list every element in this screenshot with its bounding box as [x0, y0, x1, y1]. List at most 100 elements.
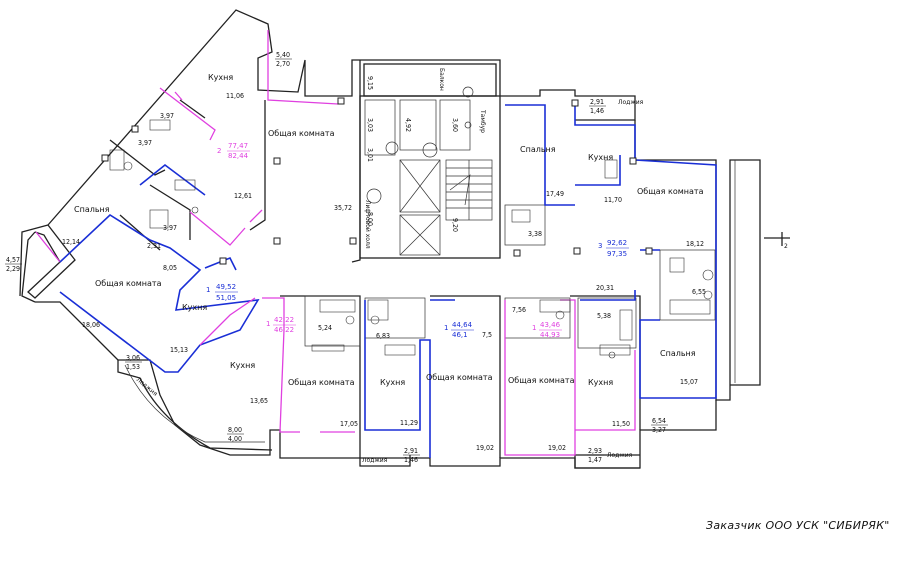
columns: [101, 97, 653, 265]
area-label: 11,06: [226, 92, 244, 100]
area-label: 3,38: [528, 230, 542, 238]
area-label: 9,15: [366, 76, 374, 90]
section-label: 2: [784, 243, 788, 250]
area-label: 4,92: [404, 118, 412, 132]
apt-se-rooms: 1: [532, 324, 536, 332]
area-label: 2,91: [404, 447, 418, 455]
room-living-s: Общая комната: [426, 373, 493, 382]
area-label: 11,70: [604, 196, 622, 204]
area-label: 3,01: [366, 148, 374, 162]
area-label: 6,55: [692, 288, 706, 296]
apt-sw-total: 46,22: [274, 326, 294, 334]
area-label: 15,07: [680, 378, 698, 386]
room-loggia-ne: Лоджия: [618, 99, 644, 106]
area-label: 17,05: [340, 420, 358, 428]
area-label: 11,50: [612, 420, 630, 428]
room-living-se: Общая комната: [508, 376, 575, 385]
room-tambour: Тамбур: [479, 109, 486, 133]
area-label: 2,31: [147, 242, 161, 250]
area-label: 3,97: [163, 224, 177, 232]
apartment-boundaries: [35, 30, 717, 458]
area-label: 3,06: [126, 354, 140, 362]
room-labels: Кухня Общая комната Спальня Общая комнат…: [74, 68, 704, 464]
apt-nw-rooms: 2: [217, 147, 221, 155]
area-label: 2,70: [276, 60, 290, 68]
room-lift-hall: Лифтовой холл: [364, 200, 371, 249]
apt-w-total: 51,05: [216, 294, 236, 302]
area-label: 7,56: [512, 306, 526, 314]
apt-sw-area: 42,22: [274, 316, 294, 324]
interior-walls: [109, 99, 716, 458]
area-label: 12,14: [62, 238, 80, 246]
apt-se-total: 44,93: [540, 331, 560, 339]
area-label: 18,06: [82, 321, 100, 329]
room-kitchen-sw: Кухня: [230, 361, 255, 370]
area-label: 5,38: [597, 312, 611, 320]
apt-s-area: 44,64: [452, 321, 473, 329]
room-kitchen-se: Кухня: [588, 378, 613, 387]
area-label: 11,29: [400, 419, 418, 427]
apt-nw-total: 82,44: [228, 152, 249, 160]
area-label: 5,40: [276, 51, 290, 59]
area-label: 18,12: [686, 240, 704, 248]
room-living-sw: Общая комната: [288, 378, 355, 387]
section-mark: 2: [764, 232, 790, 250]
area-label: 1,46: [404, 456, 418, 464]
stair-core: [359, 86, 501, 259]
room-balcony: Балкон: [438, 68, 445, 91]
area-label: 13,65: [250, 397, 268, 405]
apt-nw-area: 77,47: [228, 142, 248, 150]
area-label: 3,03: [366, 118, 374, 132]
room-bedroom-e: Спальня: [520, 145, 556, 154]
room-kitchen-e: Кухня: [588, 153, 613, 162]
area-label: 19,02: [476, 444, 494, 452]
area-label: 12,61: [234, 192, 252, 200]
area-label: 20,31: [596, 284, 614, 292]
area-label: 1,46: [590, 107, 604, 115]
area-label: 2,93: [588, 447, 602, 455]
area-label: 8,05: [163, 264, 177, 272]
apartment-labels: 2 77,47 82,44 1 49,52 51,05 1 42,22 46,2…: [206, 142, 629, 339]
fixtures: [109, 119, 714, 359]
room-areas: 5,40 2,70 11,06 3,97 3,97 12,61 35,72 12…: [5, 51, 706, 464]
area-label: 35,72: [334, 204, 352, 212]
area-label: 3,27: [652, 426, 666, 434]
apt-w-area: 49,52: [216, 283, 236, 291]
customer-caption: Заказчик ООО УСК "СИБИРЯК": [706, 519, 890, 532]
area-label: 2,29: [6, 265, 20, 273]
area-label: 4,57: [6, 256, 20, 264]
area-label: 2,91: [590, 98, 604, 106]
room-loggia-s1: Лоджия: [362, 457, 388, 464]
apt-w-rooms: 1: [206, 286, 210, 294]
area-label: 3,97: [138, 139, 152, 147]
area-label: 8,00: [366, 212, 374, 226]
area-label: 6,83: [376, 332, 390, 340]
room-loggia-s2: Лоджия: [607, 452, 633, 459]
area-label: 19,02: [548, 444, 566, 452]
room-bedroom-se: Спальня: [660, 349, 696, 358]
area-label: 4,00: [228, 435, 242, 443]
area-label: 3,97: [160, 112, 174, 120]
area-label: 1,47: [588, 456, 602, 464]
apt-sw-rooms: 1: [266, 320, 270, 328]
area-label: 6,54: [652, 417, 666, 425]
area-label: 5,24: [318, 324, 332, 332]
outer-walls: [19, 9, 761, 469]
area-label: 8,00: [228, 426, 242, 434]
apt-e-rooms: 3: [598, 242, 602, 250]
room-kitchen-nw: Кухня: [208, 73, 233, 82]
area-label: 7,5: [482, 331, 492, 339]
apt-s-total: 46,1: [452, 331, 468, 339]
area-label: 15,13: [170, 346, 188, 354]
room-living-e: Общая комната: [637, 187, 704, 196]
area-label: 9,20: [451, 218, 459, 232]
area-label: 17,49: [546, 190, 564, 198]
room-kitchen-s: Кухня: [380, 378, 405, 387]
apt-se-area: 43,46: [540, 321, 561, 329]
apt-s-rooms: 1: [444, 324, 448, 332]
room-living-w: Общая комната: [95, 279, 162, 288]
apt-e-total: 97,35: [607, 250, 627, 258]
room-bedroom-nw: Спальня: [74, 205, 110, 214]
area-label: 3,60: [451, 118, 459, 132]
apt-e-area: 92,62: [607, 239, 627, 247]
